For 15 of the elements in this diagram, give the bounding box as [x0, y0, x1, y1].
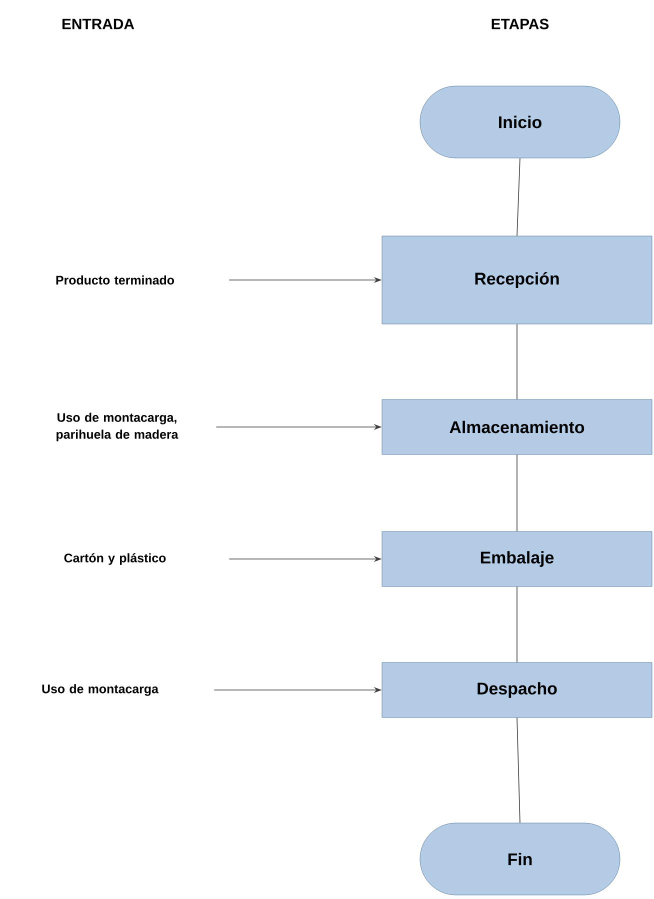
connector-line — [516, 158, 520, 236]
process-box: Recepción — [382, 236, 652, 324]
process-box: Almacenamiento — [382, 399, 652, 455]
connector-line — [516, 717, 520, 824]
connector-line — [516, 454, 518, 532]
column-heading: ENTRADA — [62, 18, 134, 30]
column-heading: ETAPAS — [492, 18, 549, 30]
input-label: Cartón y plástico — [64, 553, 166, 565]
input-label: Uso de montacarga, parihuela de madera — [56, 412, 178, 442]
input-label: Uso de montacarga — [42, 684, 159, 696]
process-box: Embalaje — [382, 531, 652, 587]
process-box: Despacho — [382, 662, 652, 718]
input-label: Producto terminado — [56, 275, 174, 285]
connector-line — [516, 586, 518, 663]
connector-line — [516, 324, 518, 400]
